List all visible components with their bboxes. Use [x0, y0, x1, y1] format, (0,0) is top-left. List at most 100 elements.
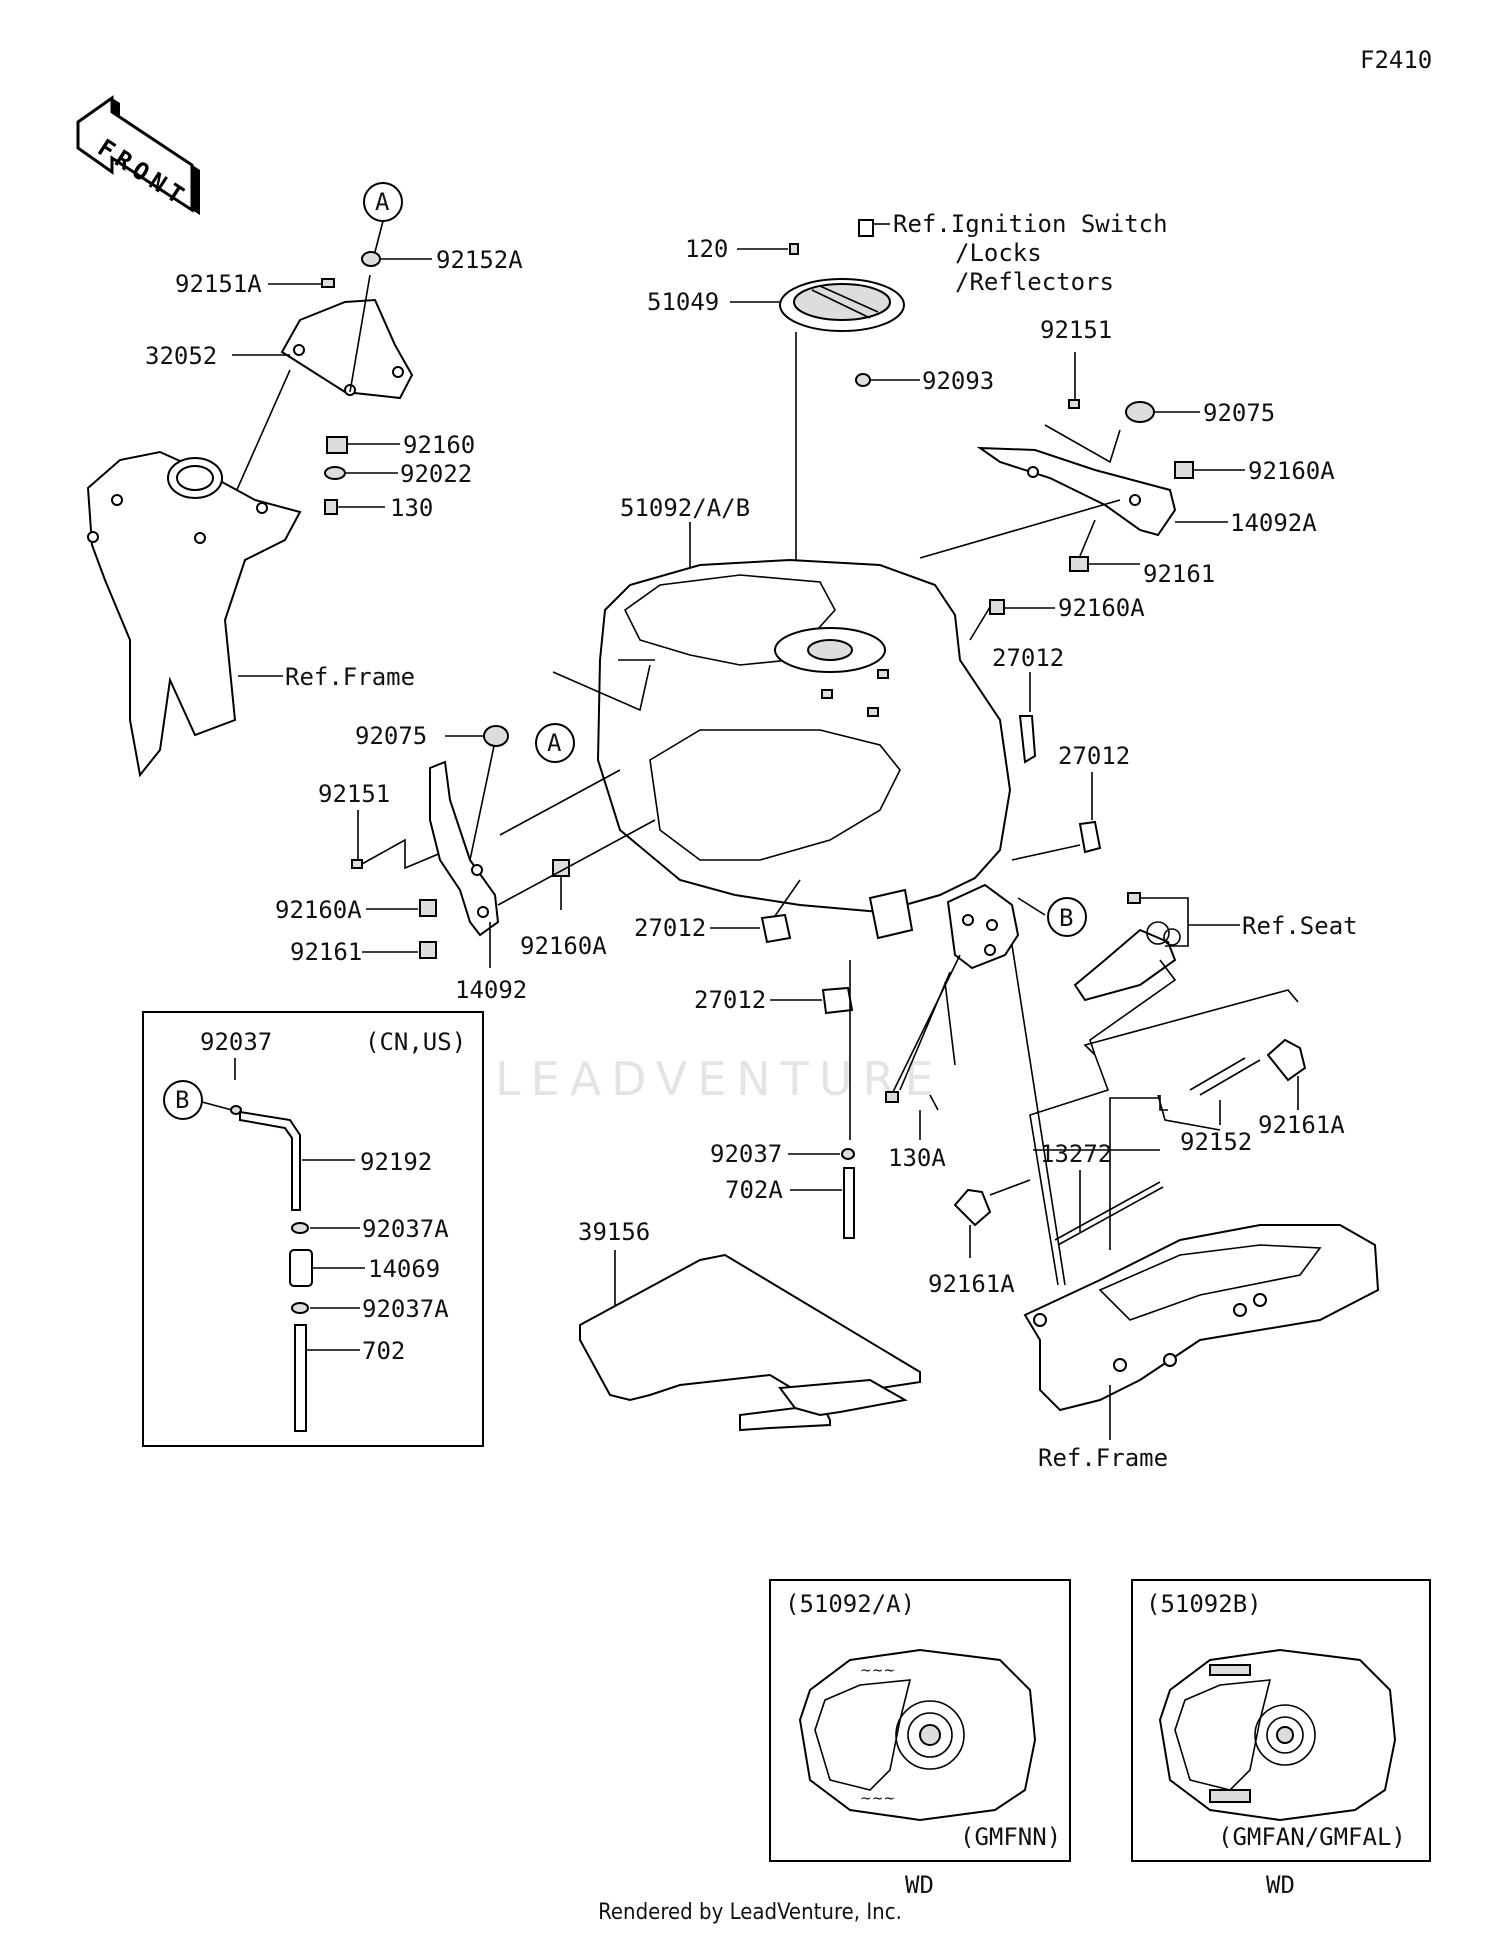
callout-a-top-label: A: [375, 188, 390, 216]
callout-b-main: [1047, 897, 1087, 937]
inset-cn-us: (CN,US) 92037 B 92192 92037A 14069 92037…: [142, 1011, 484, 1447]
label-92161A-right: 92161A: [1258, 1111, 1345, 1139]
bolt-seat: [1127, 892, 1141, 904]
inset-label-92037A-1: 92037A: [362, 1215, 449, 1243]
variant-1-logo-bottom-icon: ~~~: [860, 1791, 895, 1807]
inset-label-92037: 92037: [200, 1028, 272, 1056]
label-130: 130: [390, 494, 433, 522]
label-92160A-lower: 92160A: [520, 932, 607, 960]
label-702A: 702A: [725, 1176, 783, 1204]
label-92093: 92093: [922, 367, 994, 395]
pad-large: [868, 888, 914, 940]
hose-702: [294, 1324, 307, 1432]
label-92037-main: 92037: [710, 1140, 782, 1168]
seat-lock: [1073, 928, 1177, 1002]
grommet-92160A-mid: [989, 599, 1005, 615]
label-92075-top: 92075: [1203, 399, 1275, 427]
label-51049: 51049: [647, 288, 719, 316]
inset-label-92192: 92192: [360, 1148, 432, 1176]
label-39156: 39156: [578, 1218, 650, 1246]
inset-label-14069: 14069: [368, 1255, 440, 1283]
rubber-92161A-left: [953, 1188, 992, 1227]
bracket-32052: [280, 298, 414, 400]
callout-a-tank: [535, 723, 575, 763]
screw-92093: [855, 373, 871, 387]
variant-2-logo-bottom-icon: [1209, 1789, 1251, 1803]
label-92160A-left: 92160A: [275, 896, 362, 924]
left-bracket-group: 92075 92151 92160A 92161 14092 92160A: [275, 722, 656, 1004]
watermark: LEADVENTURE: [495, 1052, 944, 1106]
variant-box-2: (51092B) (GMFAN/GMFAL) WD: [1131, 1579, 1431, 1899]
label-13272: 13272: [1040, 1140, 1112, 1168]
label-27012-c: 27012: [634, 914, 706, 942]
label-32052: 32052: [145, 342, 217, 370]
inset-label-702: 702: [362, 1337, 405, 1365]
collar-92022: [324, 466, 346, 480]
callout-b-inset-label: B: [175, 1086, 189, 1114]
pad-27012-a: [1018, 715, 1037, 764]
fuel-tank-group: 51092/A/B 92160A 27012 27012 A: [535, 494, 1145, 914]
label-92161-top: 92161: [1143, 560, 1215, 588]
bolt-92151-left: [351, 859, 363, 869]
fuel-tank-51092: [596, 558, 1012, 914]
pad-27012-c: [760, 913, 792, 944]
fuel-cap-group: 120 Ref.Ignition Switch /Locks /Reflecto…: [647, 210, 1168, 660]
tank-pads-group: 27012 27012: [634, 879, 914, 1015]
ref-ignition-line1: Ref.Ignition Switch: [893, 210, 1168, 238]
variant-1-title: (51092/A): [785, 1590, 915, 1618]
rubber-92161A-right: [1266, 1038, 1307, 1082]
label-51092AB: 51092/A/B: [620, 494, 750, 522]
bolt-92151-top: [1068, 399, 1080, 409]
label-14092: 14092: [455, 976, 527, 1004]
variant-2-title: (51092B): [1146, 1590, 1262, 1618]
front-arrow-icon: FRONT: [76, 95, 200, 215]
variant-1-note: WD: [905, 1871, 934, 1899]
right-bracket-group: 92151 92075 92160A 14092A 92161: [919, 316, 1335, 588]
cap-92075-left: [483, 725, 509, 747]
label-92151-left: 92151: [318, 780, 390, 808]
upper-bracket-group: A 92152A 92151A 32052 92160 92022 130 Re…: [86, 182, 523, 778]
grommet-92161-left: [419, 941, 437, 959]
variant-2-code: (GMFAN/GMFAL): [1218, 1823, 1406, 1851]
label-92152A: 92152A: [436, 246, 523, 274]
callout-b-inset: [163, 1080, 203, 1120]
label-92160A-top: 92160A: [1248, 457, 1335, 485]
callout-a-tank-label: A: [547, 729, 562, 757]
label-92075-left: 92075: [355, 722, 427, 750]
label-92160A-mid: 92160A: [1058, 594, 1145, 622]
grommet-92160A-top: [1174, 461, 1194, 479]
callout-b-main-label: B: [1059, 904, 1073, 932]
inset-market-label: (CN,US): [365, 1028, 466, 1056]
footer-credit: Rendered by LeadVenture, Inc.: [598, 1900, 902, 1925]
bolt-92151A: [321, 278, 335, 288]
rear-frame-group: 92161A 92152 13272 92161A Ref.Frame: [928, 1038, 1380, 1472]
washer-92152A: [361, 251, 381, 267]
rear-group: B Ref.Seat 130A 92037 702A: [710, 883, 1358, 1286]
label-92152: 92152: [1180, 1128, 1252, 1156]
hose-92192: [239, 1110, 301, 1211]
grommet-92161-top: [1069, 556, 1089, 572]
cap-92075-top: [1125, 401, 1155, 423]
ref-ignition-line3: /Reflectors: [955, 268, 1114, 296]
rear-bracket: [946, 883, 1020, 970]
bracket-14092A: [976, 446, 1177, 537]
label-130A: 130A: [888, 1144, 946, 1172]
variant-1-logo-top-icon: ~~~: [860, 1663, 895, 1679]
ref-seat: Ref.Seat: [1242, 912, 1358, 940]
bracket-14092: [429, 760, 500, 937]
inset-label-92037A-2: 92037A: [362, 1295, 449, 1323]
label-14092A: 14092A: [1230, 509, 1317, 537]
variant-1-code: (GMFNN): [960, 1823, 1061, 1851]
figure-code: F2410: [1360, 46, 1432, 74]
label-92151-top: 92151: [1040, 316, 1112, 344]
ref-frame-bottom: Ref.Frame: [1038, 1444, 1168, 1472]
ref-frame-top: Ref.Frame: [285, 663, 415, 691]
damper-13272: [1054, 1181, 1161, 1241]
label-27012-d: 27012: [694, 986, 766, 1014]
hose-702A: [843, 1167, 855, 1239]
label-27012-a: 27012: [992, 644, 1064, 672]
label-92161-left: 92161: [290, 938, 362, 966]
label-120: 120: [685, 235, 728, 263]
label-92161A-left: 92161A: [928, 1270, 1015, 1298]
pad-27012-b: [1078, 820, 1102, 854]
